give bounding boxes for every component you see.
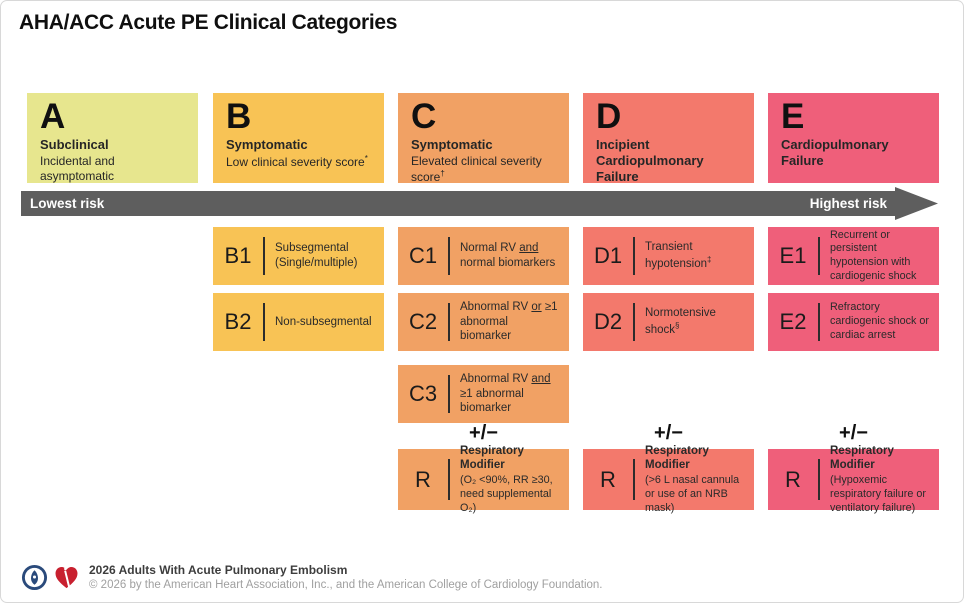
divider — [448, 375, 450, 413]
subcategory-code: C2 — [408, 309, 438, 334]
footer-logos — [21, 564, 80, 591]
subcategory-box-c2: C2 Abnormal RV or ≥1 abnormal biomarker — [398, 293, 569, 351]
footer-title: 2026 Adults With Acute Pulmonary Embolis… — [89, 563, 348, 577]
category-desc-a: Incidental and asymptomatic — [40, 154, 115, 183]
subcategory-box-c1: C1 Normal RV and normal biomarkers — [398, 227, 569, 285]
modifier-text: Respiratory Modifier (O₂ <90%, RR ≥30, n… — [460, 444, 553, 515]
modifier-code: R — [415, 466, 431, 492]
subcategory-code: C3 — [408, 381, 438, 406]
subcategory-text: Refractory cardiogenic shock or cardiac … — [830, 301, 930, 341]
subcategory-code: B2 — [224, 309, 252, 334]
subcategory-box-d2: D2 Normotensive shock§ — [583, 293, 754, 351]
modifier-text: Respiratory Modifier (Hypoxemic respirat… — [830, 444, 927, 515]
divider — [448, 459, 450, 500]
divider — [633, 459, 635, 500]
category-name-c: Symptomatic — [411, 136, 493, 152]
category-name-b: Symptomatic — [226, 136, 308, 152]
category-desc-b: Low clinical severity score* — [226, 154, 368, 169]
subcategory-code: B1 — [224, 243, 252, 268]
subcategory-box-c3: C3 Abnormal RV and ≥1 abnormal biomarker — [398, 365, 569, 423]
subcategory-box-e2: E2 Refractory cardiogenic shock or cardi… — [768, 293, 939, 351]
category-header-c: C Symptomatic Elevated clinical severity… — [398, 93, 569, 184]
plus-minus-label-d: +/− — [654, 422, 683, 444]
subcategory-box-b2: B2 Non-subsegmental — [213, 293, 384, 351]
category-name-d: Incipient Cardiopulmonary Failure — [596, 136, 704, 185]
subcategory-text: Recurrent or persistent hypotension with… — [830, 228, 917, 282]
subcategory-text: Normal RV and normal biomarkers — [460, 242, 556, 269]
aha-heart-torch-icon — [55, 567, 78, 589]
subcategory-text: Abnormal RV or ≥1 abnormal biomarker — [460, 300, 558, 343]
divider — [263, 237, 265, 275]
risk-arrow-head-icon — [895, 187, 938, 220]
subcategory-code: D2 — [593, 309, 623, 334]
plus-minus-label-c: +/− — [469, 422, 498, 444]
lowest-risk-label: Lowest risk — [30, 196, 105, 211]
divider — [448, 237, 450, 275]
divider — [818, 459, 820, 500]
subcategory-text: Transient hypotension‡ — [645, 241, 712, 270]
divider — [633, 237, 635, 275]
category-letter-e: E — [781, 97, 805, 136]
category-header-e: E Cardiopulmonary Failure — [768, 93, 939, 183]
subcategory-code: E2 — [779, 309, 807, 334]
category-desc-c: Elevated clinical severity score† — [411, 154, 542, 184]
divider — [818, 237, 820, 275]
respiratory-modifier-box-e: R Respiratory Modifier (Hypoxemic respir… — [768, 445, 939, 514]
footer: 2026 Adults With Acute Pulmonary Embolis… — [21, 563, 603, 592]
category-letter-b: B — [226, 97, 252, 136]
category-name-e: Cardiopulmonary Failure — [781, 136, 889, 168]
category-name-a: Subclinical — [40, 136, 109, 152]
divider — [448, 303, 450, 341]
subcategory-text: Non-subsegmental — [275, 315, 372, 328]
category-letter-c: C — [411, 97, 437, 136]
subcategory-code: E1 — [779, 243, 807, 268]
category-letter-a: A — [40, 97, 66, 136]
divider — [818, 303, 820, 341]
subcategory-box-d1: D1 Transient hypotension‡ — [583, 227, 754, 285]
divider — [633, 303, 635, 341]
category-header-b: B Symptomatic Low clinical severity scor… — [213, 93, 384, 183]
category-header-d: D Incipient Cardiopulmonary Failure — [583, 93, 754, 185]
risk-arrow-bar: Lowest risk Highest risk — [21, 191, 896, 216]
subcategory-text: Normotensive shock§ — [645, 307, 716, 336]
subcategory-box-e1: E1 Recurrent or persistent hypotension w… — [768, 227, 939, 285]
subcategory-code: D1 — [593, 243, 623, 268]
subcategory-text: Abnormal RV and ≥1 abnormal biomarker — [460, 372, 551, 415]
modifier-code: R — [785, 466, 801, 492]
divider — [263, 303, 265, 341]
respiratory-modifier-box-d: R Respiratory Modifier (>6 L nasal cannu… — [583, 445, 754, 514]
highest-risk-label: Highest risk — [809, 196, 887, 211]
category-header-a: A Subclinical Incidental and asymptomati… — [27, 93, 198, 183]
footer-text: 2026 Adults With Acute Pulmonary Embolis… — [89, 563, 603, 592]
subcategory-code: C1 — [408, 243, 438, 268]
respiratory-modifier-box-c: R Respiratory Modifier (O₂ <90%, RR ≥30,… — [398, 445, 569, 514]
plus-minus-label-e: +/− — [839, 422, 868, 444]
page-title: AHA/ACC Acute PE Clinical Categories — [19, 11, 398, 34]
modifier-text: Respiratory Modifier (>6 L nasal cannula… — [645, 444, 740, 515]
acc-logo-icon — [21, 565, 48, 591]
modifier-code: R — [600, 466, 616, 492]
subcategory-text: Subsegmental (Single/multiple) — [275, 242, 358, 269]
category-letter-d: D — [596, 97, 622, 136]
footer-copyright: © 2026 by the American Heart Association… — [89, 579, 603, 591]
subcategory-box-b1: B1 Subsegmental (Single/multiple) — [213, 227, 384, 285]
